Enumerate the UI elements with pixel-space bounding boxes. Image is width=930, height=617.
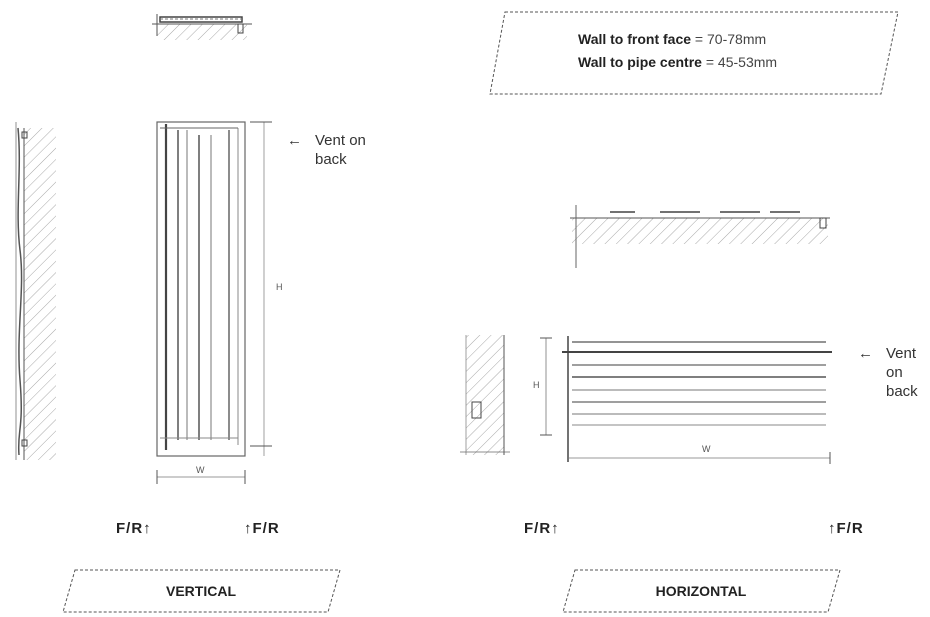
spec-pipe-centre-value: 45-53mm: [717, 54, 778, 70]
vertical-vent-label: Vent on back: [315, 132, 366, 168]
vertical-caption-box: [62, 569, 341, 613]
vertical-top-view: [152, 14, 252, 40]
horizontal-side-wall-hatch: [466, 335, 504, 455]
vertical-caption: VERTICAL: [166, 583, 236, 599]
horizontal-top-wall-hatch: [572, 218, 828, 244]
spec-front-face-key: Wall to front face: [578, 31, 692, 47]
vertical-front-outline: [156, 121, 246, 457]
vertical-height-label: H: [276, 282, 283, 292]
spec-line-pipe-centre: Wall to pipe centre = 45-53mm: [578, 54, 777, 70]
horizontal-flow-left: F/R↑: [524, 520, 560, 537]
horizontal-vent-callout: ← Vent on back: [858, 344, 930, 404]
vertical-top-bracket: [237, 23, 244, 34]
horizontal-flow-right: ↑F/R: [828, 520, 864, 537]
vertical-front-view: H W: [156, 121, 283, 484]
horizontal-vent-arrow-icon: ←: [858, 345, 873, 362]
spec-pipe-centre-key: Wall to pipe centre: [578, 54, 702, 70]
vertical-flow-left: F/R↑: [116, 520, 152, 537]
horizontal-width-label: W: [702, 444, 711, 454]
vertical-side-bracket-bottom: [21, 439, 28, 447]
spec-line-front-face: Wall to front face = 70-78mm: [578, 31, 766, 47]
horizontal-front-view: H W: [533, 336, 832, 464]
vertical-vent-callout: ← Vent on back: [287, 131, 377, 191]
vertical-side-profile: [17, 127, 23, 456]
horizontal-vent-label: Vent on back: [886, 345, 918, 400]
spec-pipe-centre-sep: =: [701, 54, 718, 70]
horizontal-top-bracket: [819, 217, 827, 229]
horizontal-caption: HORIZONTAL: [655, 583, 747, 599]
vertical-vent-arrow-icon: ←: [287, 132, 302, 149]
horizontal-top-view: [570, 205, 830, 268]
vertical-side-wall-hatch: [24, 128, 56, 460]
vertical-width-label: W: [196, 465, 205, 475]
spec-box-border: [489, 11, 899, 95]
spec-front-face-sep: =: [691, 31, 708, 47]
vertical-side-bracket-top: [21, 131, 28, 139]
vertical-side-view: [15, 122, 56, 460]
vertical-top-wall-hatch: [157, 24, 247, 40]
horizontal-side-bracket: [471, 401, 482, 419]
horizontal-caption-box: [562, 569, 841, 613]
horizontal-side-view: [460, 335, 510, 455]
vertical-flow-right: ↑F/R: [244, 520, 280, 537]
spec-front-face-value: 70-78mm: [707, 31, 767, 47]
horizontal-height-label: H: [533, 380, 540, 390]
